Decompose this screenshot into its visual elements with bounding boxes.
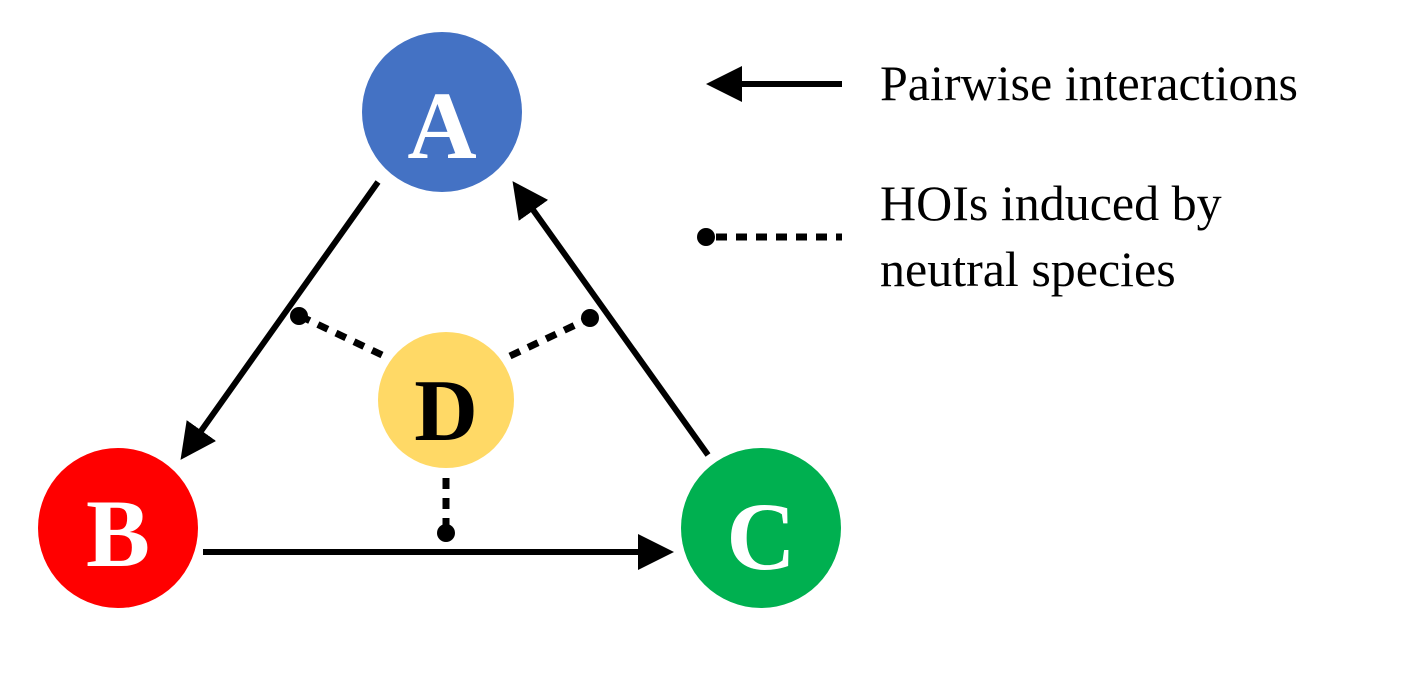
node-d-circle bbox=[378, 332, 514, 468]
legend-hoi-label-line2: neutral species bbox=[880, 241, 1176, 297]
node-a: A bbox=[362, 32, 522, 192]
node-b: B bbox=[38, 448, 198, 608]
legend-pairwise-label: Pairwise interactions bbox=[880, 55, 1298, 111]
node-b-circle bbox=[38, 448, 198, 608]
node-c-circle bbox=[681, 448, 841, 608]
node-a-circle bbox=[362, 32, 522, 192]
node-b-label: B bbox=[86, 480, 150, 587]
edge-a-to-b bbox=[180, 180, 381, 460]
legend-hoi-label-line1: HOIs induced by bbox=[880, 175, 1222, 231]
legend: Pairwise interactions HOIs induced by ne… bbox=[697, 55, 1298, 297]
hoi-d-to-ca bbox=[508, 314, 592, 360]
node-d: D bbox=[378, 332, 514, 468]
legend-hoi-dot bbox=[697, 228, 715, 246]
hoi-dot-ab bbox=[290, 307, 308, 325]
edge-c-to-a bbox=[512, 181, 711, 457]
hoi-dot-ca bbox=[581, 309, 599, 327]
hoi-dot-bc bbox=[437, 524, 455, 542]
node-a-label: A bbox=[407, 72, 476, 179]
node-c-label: C bbox=[726, 483, 795, 590]
hoi-d-to-ab bbox=[298, 312, 384, 359]
node-d-label: D bbox=[414, 363, 478, 460]
node-c: C bbox=[681, 448, 841, 608]
